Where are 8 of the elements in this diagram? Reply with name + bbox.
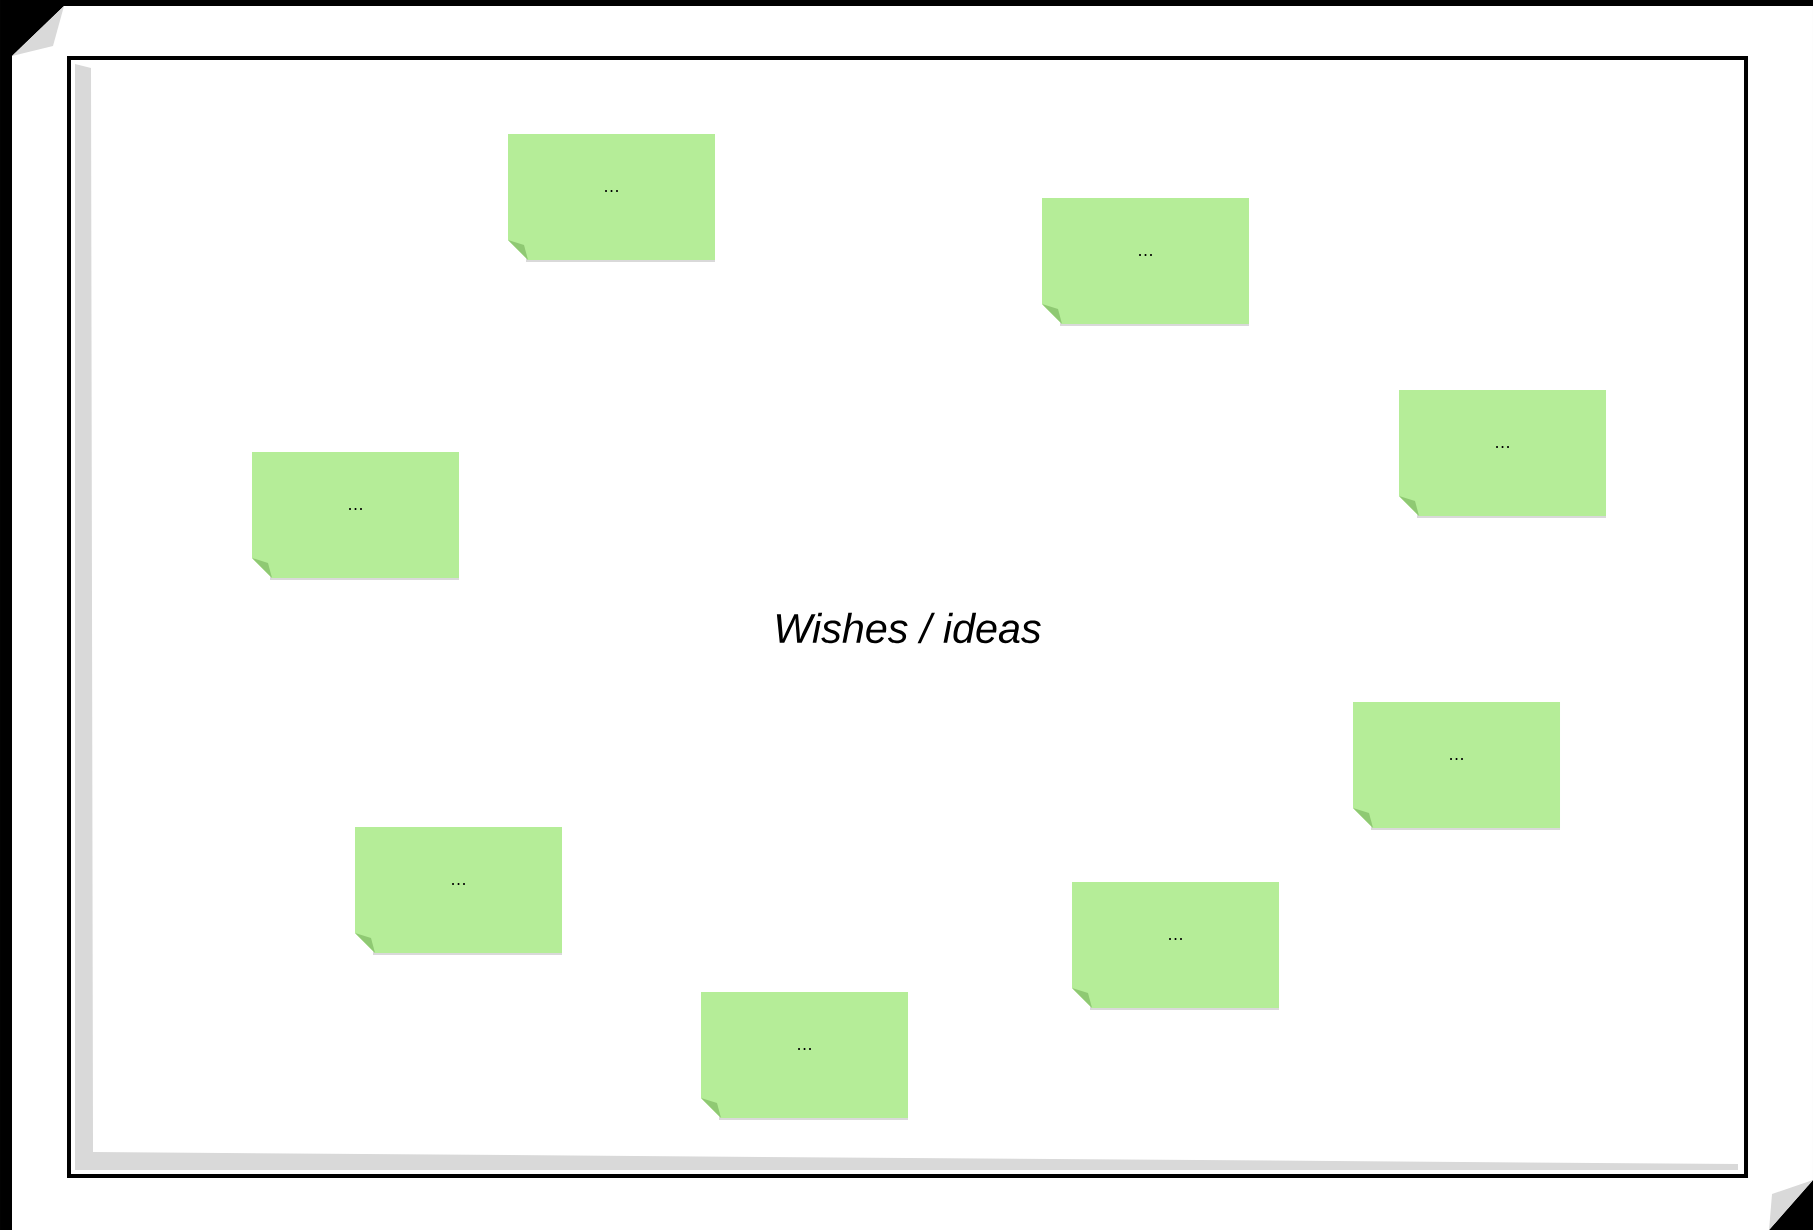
sticky-note: … (508, 134, 715, 262)
sticky-note: … (701, 992, 908, 1120)
sticky-note: … (1042, 198, 1249, 326)
sticky-note: … (252, 452, 459, 580)
sticky-note: … (1399, 390, 1606, 518)
sticky-note: … (1353, 702, 1560, 830)
sticky-note: … (355, 827, 562, 955)
sticky-note: … (1072, 882, 1279, 1010)
